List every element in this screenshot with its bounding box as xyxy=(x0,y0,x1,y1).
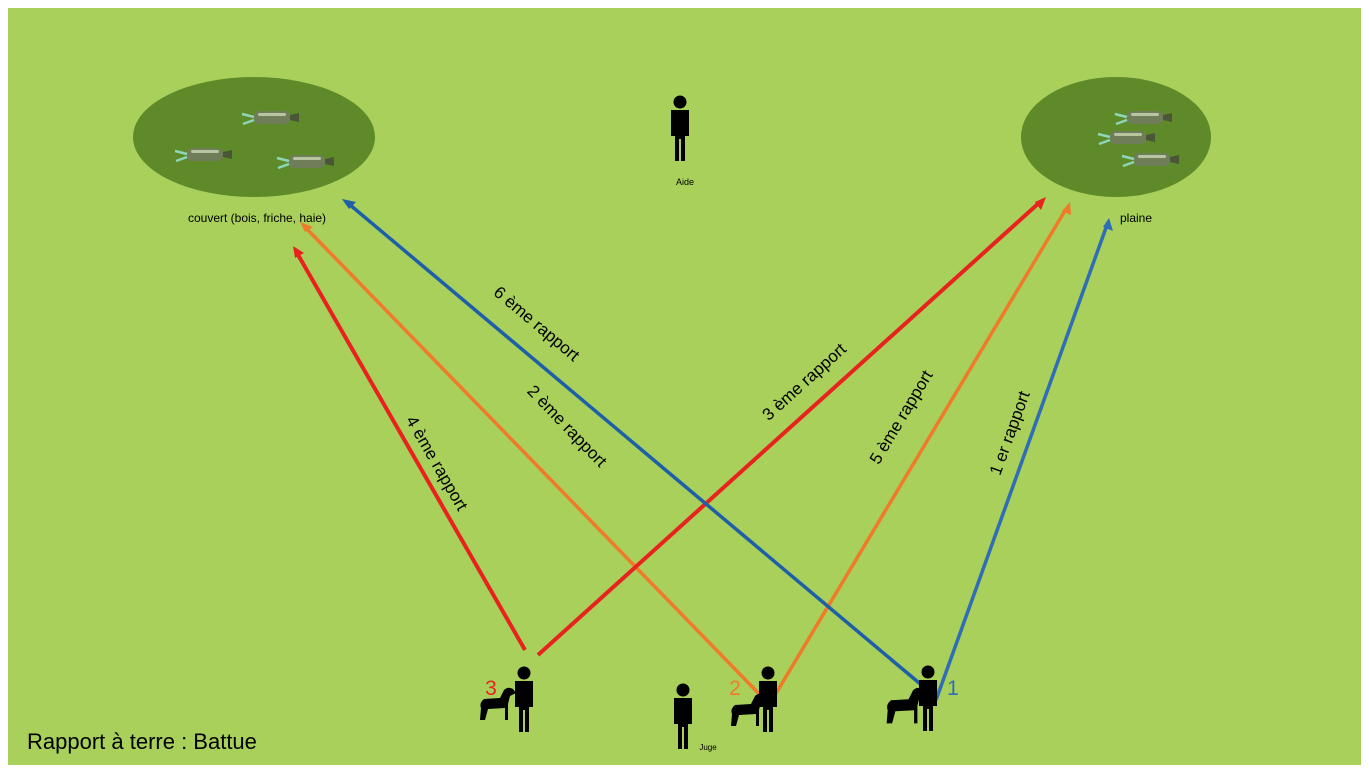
arrowhead xyxy=(293,246,304,258)
retrieve-arrow-3 xyxy=(536,200,1042,657)
arrowhead xyxy=(300,222,313,232)
retrieve-arrow-1 xyxy=(934,224,1109,701)
cover-zone xyxy=(133,77,375,197)
retrieve-arrow-6 xyxy=(347,202,939,700)
helper-label: Aide xyxy=(676,177,694,187)
retrieve-arrow-4 xyxy=(295,252,527,651)
arrowhead xyxy=(1103,218,1113,231)
retrieve-arrow-2 xyxy=(303,225,767,702)
judge-label: Juge xyxy=(699,743,717,752)
handler-number-2: 2 xyxy=(729,677,741,700)
arrowhead xyxy=(1062,202,1071,215)
handler-number-1: 1 xyxy=(947,677,959,700)
arrowhead xyxy=(1035,197,1046,210)
arrowhead xyxy=(342,199,356,209)
cover-zone-label: couvert (bois, friche, haie) xyxy=(188,211,326,225)
diagram-title: Rapport à terre : Battue xyxy=(27,729,257,754)
retrieve-arrow-5 xyxy=(770,208,1068,701)
handler-number-3: 3 xyxy=(485,677,497,700)
plain-zone-label: plaine xyxy=(1120,211,1152,225)
